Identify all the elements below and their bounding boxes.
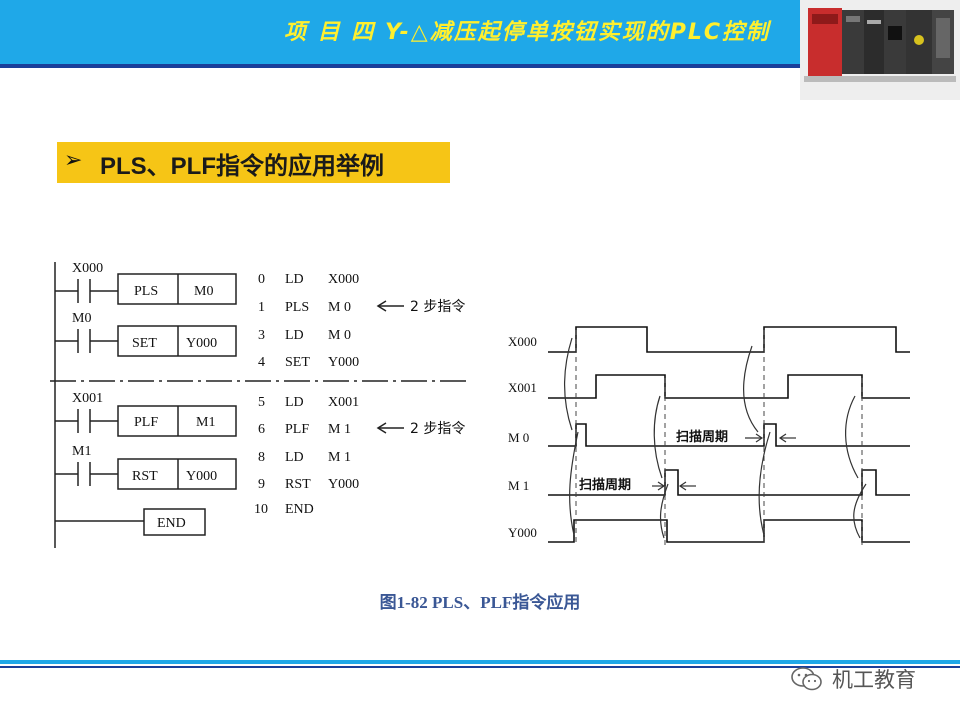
svg-text:SET: SET (285, 355, 310, 370)
waveform-y000 (548, 519, 910, 543)
watermark: 机工教育 (790, 662, 916, 696)
svg-text:3: 3 (258, 328, 265, 343)
ladder-box-plf (117, 405, 237, 437)
signal-label: M 0 (508, 430, 529, 445)
instruction-arg: Y000 (186, 336, 217, 351)
svg-text:PLS: PLS (285, 300, 309, 315)
step-note: 2 步指令 (410, 421, 465, 437)
ladder-box-pls (117, 273, 237, 305)
signal-label: X000 (508, 334, 537, 349)
wechat-icon (791, 667, 822, 691)
instruction-arg: M0 (194, 284, 213, 299)
end-label: END (157, 516, 186, 531)
signal-label: M 1 (508, 478, 529, 493)
ladder-box-set (117, 325, 237, 357)
figure-caption: 图1-82 PLS、PLF指令应用 (379, 593, 581, 612)
section-title: PLS、PLF指令的应用举例 (100, 153, 385, 180)
instruction-op: PLS (134, 284, 158, 299)
svg-text:8: 8 (258, 450, 265, 465)
waveform-x000 (548, 326, 910, 353)
slide-title: 项 目 四 Y-△减压起停单按钮实现的PLC控制 (283, 20, 770, 45)
header-bar (0, 0, 800, 64)
instruction-arg: M1 (196, 415, 215, 430)
svg-text:RST: RST (285, 477, 311, 492)
watermark-text: 机工教育 (832, 668, 916, 692)
svg-text:LD: LD (285, 450, 304, 465)
svg-text:M 1: M 1 (328, 450, 351, 465)
scan-period-label: 扫描周期 (676, 429, 728, 445)
svg-text:1: 1 (258, 300, 265, 315)
waveform-m1 (548, 469, 910, 496)
svg-text:X001: X001 (328, 395, 359, 410)
bullet-arrow-icon: ➢ (64, 148, 83, 173)
footer-line-dark (0, 666, 960, 668)
svg-text:M 1: M 1 (328, 422, 351, 437)
svg-text:LD: LD (285, 272, 304, 287)
svg-text:PLF: PLF (285, 422, 309, 437)
plc-hardware-image (800, 0, 960, 100)
step-note: 2 步指令 (410, 299, 465, 315)
svg-text:4: 4 (258, 355, 265, 370)
svg-text:10: 10 (254, 502, 268, 517)
contact-label: X000 (72, 261, 103, 276)
instruction-op: SET (132, 336, 157, 351)
instruction-op: RST (132, 469, 158, 484)
waveform-m0 (548, 423, 910, 447)
contact-label: X001 (72, 391, 103, 406)
contact-label: M1 (72, 444, 91, 459)
ladder-box-end (143, 508, 206, 536)
signal-label: X001 (508, 380, 537, 395)
svg-text:M 0: M 0 (328, 328, 351, 343)
svg-text:END: END (285, 502, 314, 517)
svg-text:6: 6 (258, 422, 265, 437)
instruction-arg: Y000 (186, 469, 217, 484)
ladder-box-rst (117, 458, 237, 490)
instruction-op: PLF (134, 415, 158, 430)
svg-text:Y000: Y000 (328, 477, 359, 492)
signal-label: Y000 (508, 525, 537, 540)
svg-text:LD: LD (285, 328, 304, 343)
waveform-x001 (548, 374, 910, 399)
svg-text:M 0: M 0 (328, 300, 351, 315)
svg-text:5: 5 (258, 395, 265, 410)
svg-text:9: 9 (258, 477, 265, 492)
svg-text:0: 0 (258, 272, 265, 287)
svg-text:LD: LD (285, 395, 304, 410)
svg-text:X000: X000 (328, 272, 359, 287)
header-underline (0, 64, 800, 68)
svg-text:Y000: Y000 (328, 355, 359, 370)
section-heading-box (57, 142, 450, 183)
scan-period-label: 扫描周期 (579, 477, 631, 493)
contact-label: M0 (72, 311, 91, 326)
footer-line (0, 660, 960, 664)
